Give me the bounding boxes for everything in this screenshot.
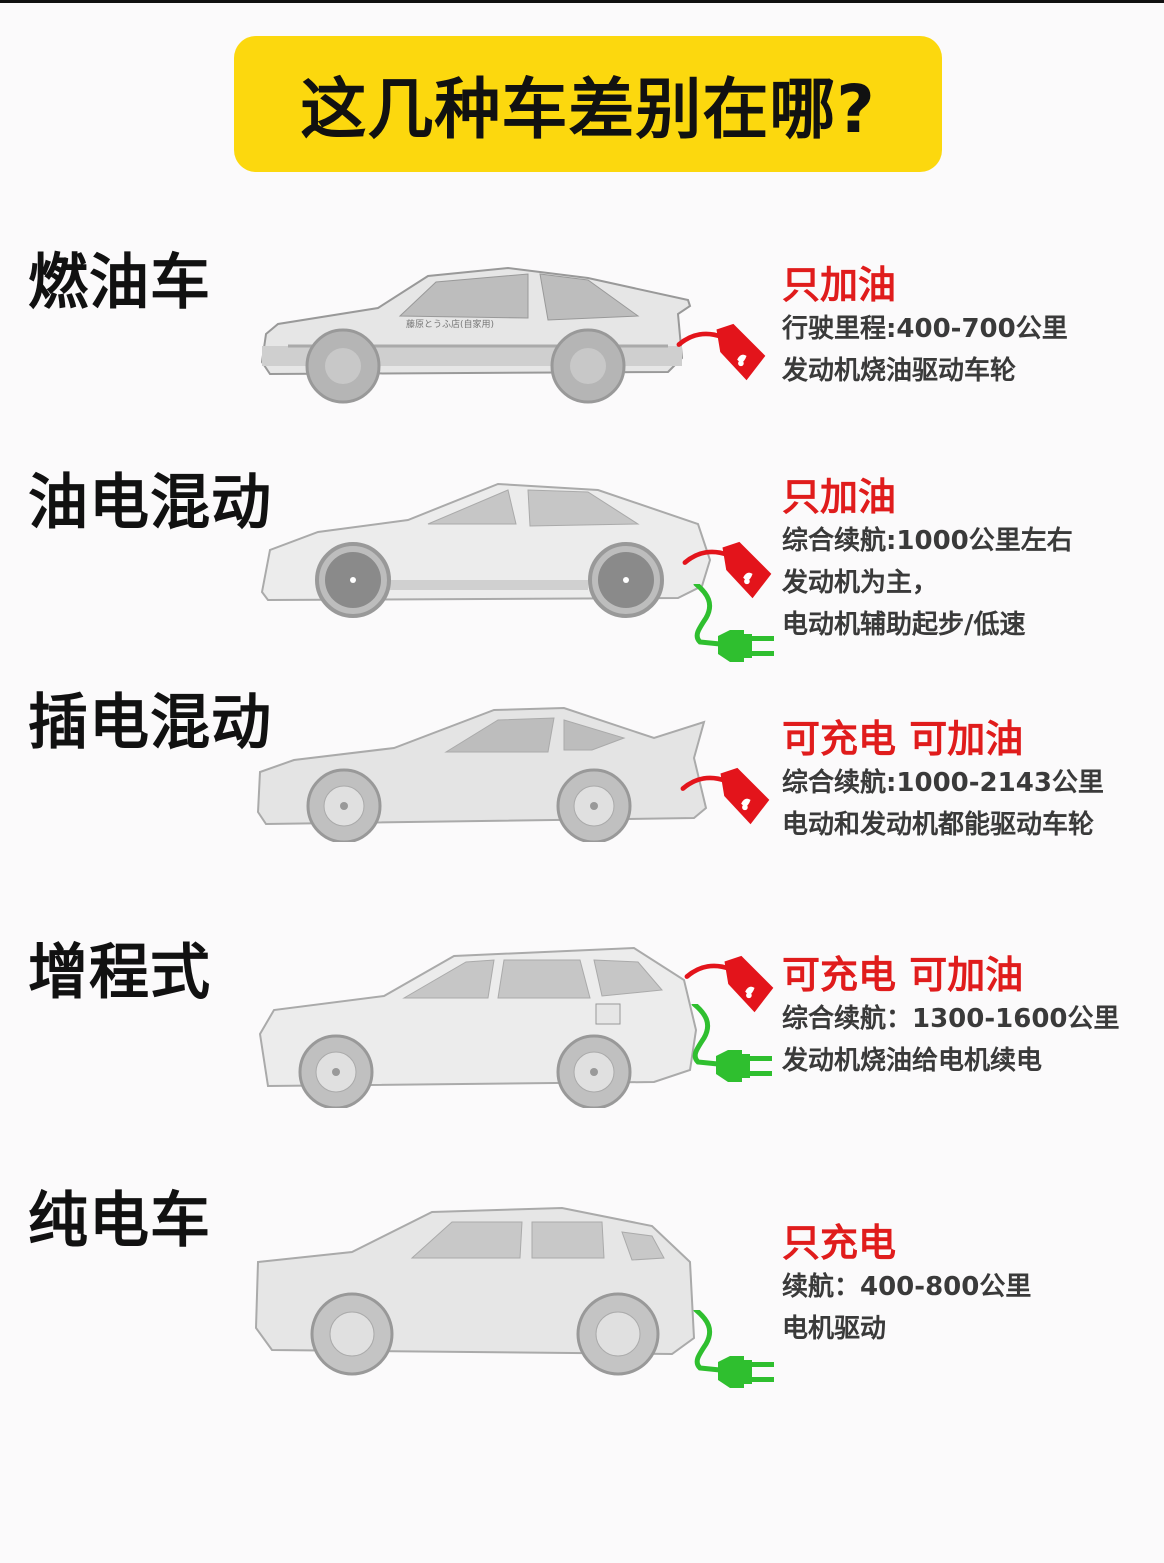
drive-text: 发动机烧油给电机续电 (782, 1046, 1043, 1076)
info-block-bev: 只充电 续航：400-800公里 电机驱动 (782, 1220, 1031, 1350)
info-block-erev: 可充电 可加油 综合续航：1300-1600公里 发动机烧油给电机续电 (782, 952, 1120, 1082)
range-text: 综合续航：1300-1600公里 (782, 1004, 1120, 1034)
fuel-nozzle-icon (676, 322, 772, 384)
drive-text: 电机驱动 (782, 1314, 887, 1344)
drive-text-2: 电动机辅助起步/低速 (782, 610, 1026, 640)
category-label-bev: 纯电车 (28, 1186, 211, 1256)
hybrid-car-illustration (260, 482, 712, 618)
refuel-mode: 只充电 (782, 1221, 897, 1265)
plug-icon (690, 1310, 778, 1394)
category-label-fuel: 燃油车 (28, 248, 211, 318)
car-decal: 藤原とうふ店(自家用) (406, 318, 494, 330)
refuel-mode: 只加油 (782, 263, 897, 307)
title-banner: 这几种车差别在哪? (234, 36, 942, 172)
range-text: 续航：400-800公里 (782, 1272, 1032, 1302)
category-label-phev: 插电混动 (28, 688, 272, 758)
fuel-nozzle-icon (680, 766, 776, 828)
erev-car-illustration (258, 946, 698, 1108)
plug-icon (688, 1004, 776, 1088)
range-text: 综合续航:1000公里左右 (782, 526, 1073, 556)
phev-car-illustration (256, 706, 708, 842)
category-label-erev: 增程式 (28, 938, 211, 1008)
ev-car-illustration (254, 1206, 696, 1376)
page-title: 这几种车差别在哪? (300, 71, 876, 148)
info-block-hev: 只加油 综合续航:1000公里左右 发动机为主， 电动机辅助起步/低速 (782, 474, 1073, 646)
top-border (0, 0, 1164, 3)
info-block-phev: 可充电 可加油 综合续航:1000-2143公里 电动和发动机都能驱动车轮 (782, 716, 1104, 846)
drive-text: 发动机烧油驱动车轮 (782, 356, 1017, 386)
range-text: 综合续航:1000-2143公里 (782, 768, 1104, 798)
refuel-mode: 只加油 (782, 475, 897, 519)
info-block-fuel: 只加油 行驶里程:400-700公里 发动机烧油驱动车轮 (782, 262, 1068, 392)
fuel-car-illustration: 藤原とうふ店(自家用) (260, 266, 692, 404)
range-text: 行驶里程:400-700公里 (782, 314, 1068, 344)
plug-icon (690, 584, 778, 668)
drive-text: 发动机为主， (782, 568, 939, 598)
refuel-mode: 可充电 可加油 (782, 717, 1024, 761)
drive-text: 电动和发动机都能驱动车轮 (782, 810, 1095, 840)
category-label-hev: 油电混动 (28, 468, 272, 538)
refuel-mode: 可充电 可加油 (782, 953, 1024, 997)
